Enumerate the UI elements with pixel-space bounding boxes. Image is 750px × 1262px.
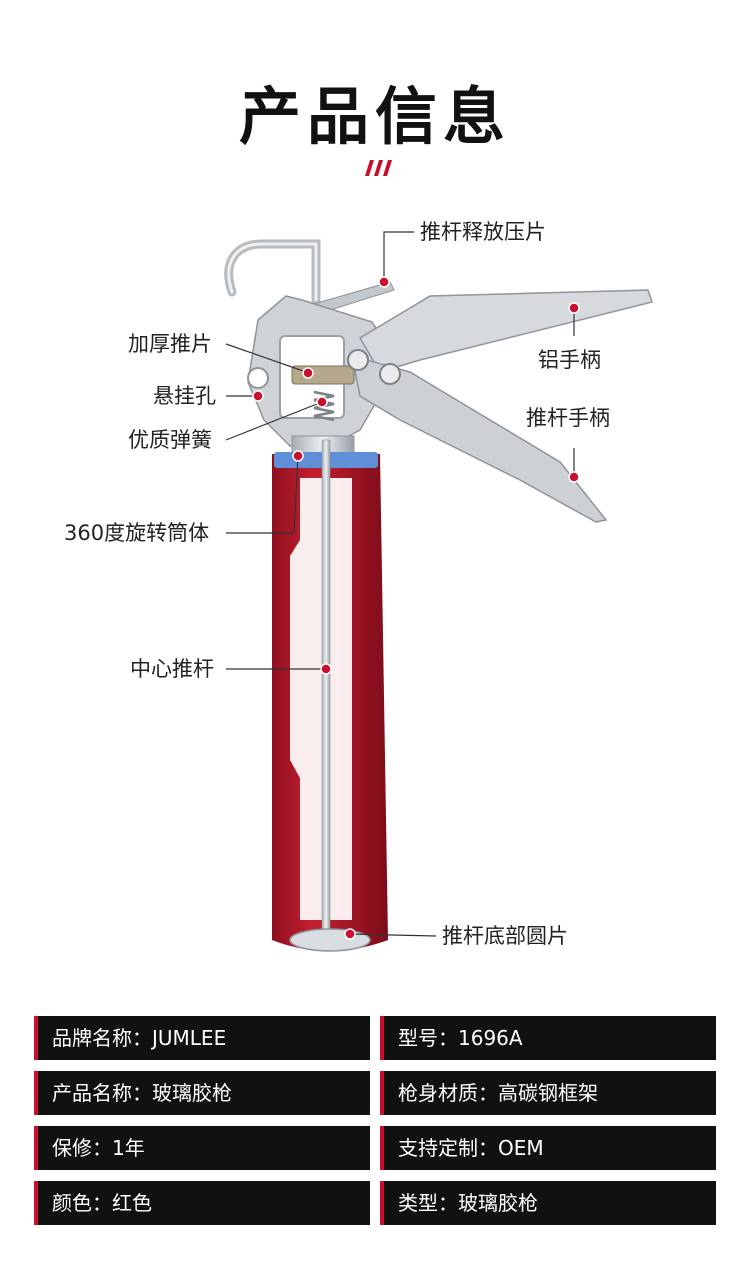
callout-aluminum-handle: 铝手柄: [538, 348, 601, 372]
spec-customization: 支持定制：OEM: [380, 1126, 716, 1170]
bottom-disc: [289, 928, 371, 952]
spec-model: 型号：1696A: [380, 1016, 716, 1060]
callout-release-plate: 推杆释放压片: [420, 220, 546, 244]
callout-bottom-disc: 推杆底部圆片: [442, 924, 568, 948]
callout-spring: 优质弹簧: [128, 428, 212, 452]
spec-color: 颜色：红色: [34, 1181, 370, 1225]
spec-brand: 品牌名称：JUMLEE: [34, 1016, 370, 1060]
aluminum-handle: [358, 289, 653, 373]
caulking-gun-illustration: [224, 231, 653, 952]
center-rod: [321, 439, 331, 939]
spec-warranty: 保修：1年: [34, 1126, 370, 1170]
push-handle: [351, 354, 608, 523]
callout-hanging-hole: 悬挂孔: [153, 384, 216, 408]
callout-center-rod: 中心推杆: [130, 657, 214, 681]
callout-push-handle: 推杆手柄: [526, 406, 610, 430]
spec-product-name: 产品名称：玻璃胶枪: [34, 1071, 370, 1115]
page-title: 产品信息: [238, 80, 511, 153]
spec-type: 类型：玻璃胶枪: [380, 1181, 716, 1225]
thick-push-plate: [291, 365, 355, 385]
callout-rotating-barrel: 360度旋转筒体: [64, 521, 210, 545]
spec-material: 枪身材质：高碳钢框架: [380, 1071, 716, 1115]
title-decoration-icon: [365, 160, 392, 176]
callout-thick-push-plate: 加厚推片: [128, 332, 212, 356]
hanging-hook: [224, 239, 321, 305]
